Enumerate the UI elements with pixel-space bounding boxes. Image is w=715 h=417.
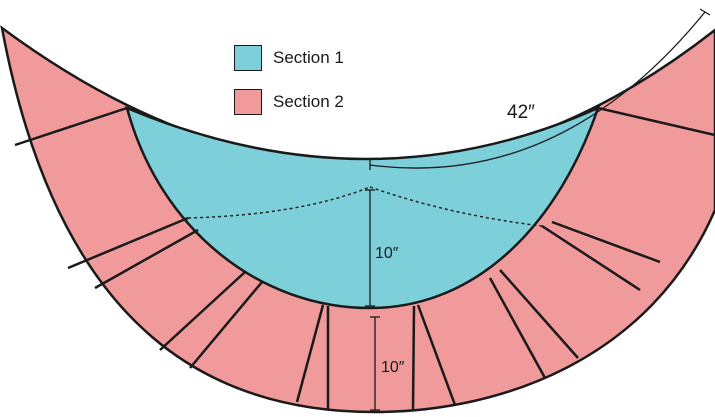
legend-item-section-2: Section 2 (234, 89, 344, 115)
segment-line (411, 305, 416, 411)
section-2-depth-dimension (370, 316, 380, 411)
section-1-depth-dimension (365, 189, 375, 307)
segment-line (189, 281, 263, 369)
segment-line (499, 269, 579, 359)
legend-swatch-section-1 (234, 45, 262, 71)
arc-length-dimension-line (369, 11, 706, 169)
legend-item-section-1: Section 1 (234, 45, 344, 71)
arc-length-label: 42″ (507, 102, 535, 123)
section-2-segment-lines (14, 106, 715, 411)
arc-dimension-tick-end (699, 8, 711, 16)
segment-line (551, 220, 661, 264)
section-1-depth-label: 10″ (375, 245, 399, 262)
section-2-depth-label: 10″ (381, 359, 405, 376)
section-1-dashed-divider-right (369, 186, 543, 227)
legend-label-section-2: Section 2 (273, 92, 344, 111)
segment-line (541, 224, 641, 292)
section-1-region (125, 105, 601, 310)
segment-line (159, 271, 246, 351)
segment-line (295, 304, 325, 403)
legend-swatch-section-2 (234, 89, 262, 115)
segment-line (14, 106, 128, 147)
segment-line (488, 277, 547, 379)
segment-line (94, 228, 199, 290)
segment-line (597, 106, 715, 137)
segment-line (416, 304, 457, 406)
segment-line (67, 216, 189, 270)
legend-label-section-1: Section 1 (273, 48, 344, 67)
section-1-dashed-divider-left (187, 186, 371, 219)
